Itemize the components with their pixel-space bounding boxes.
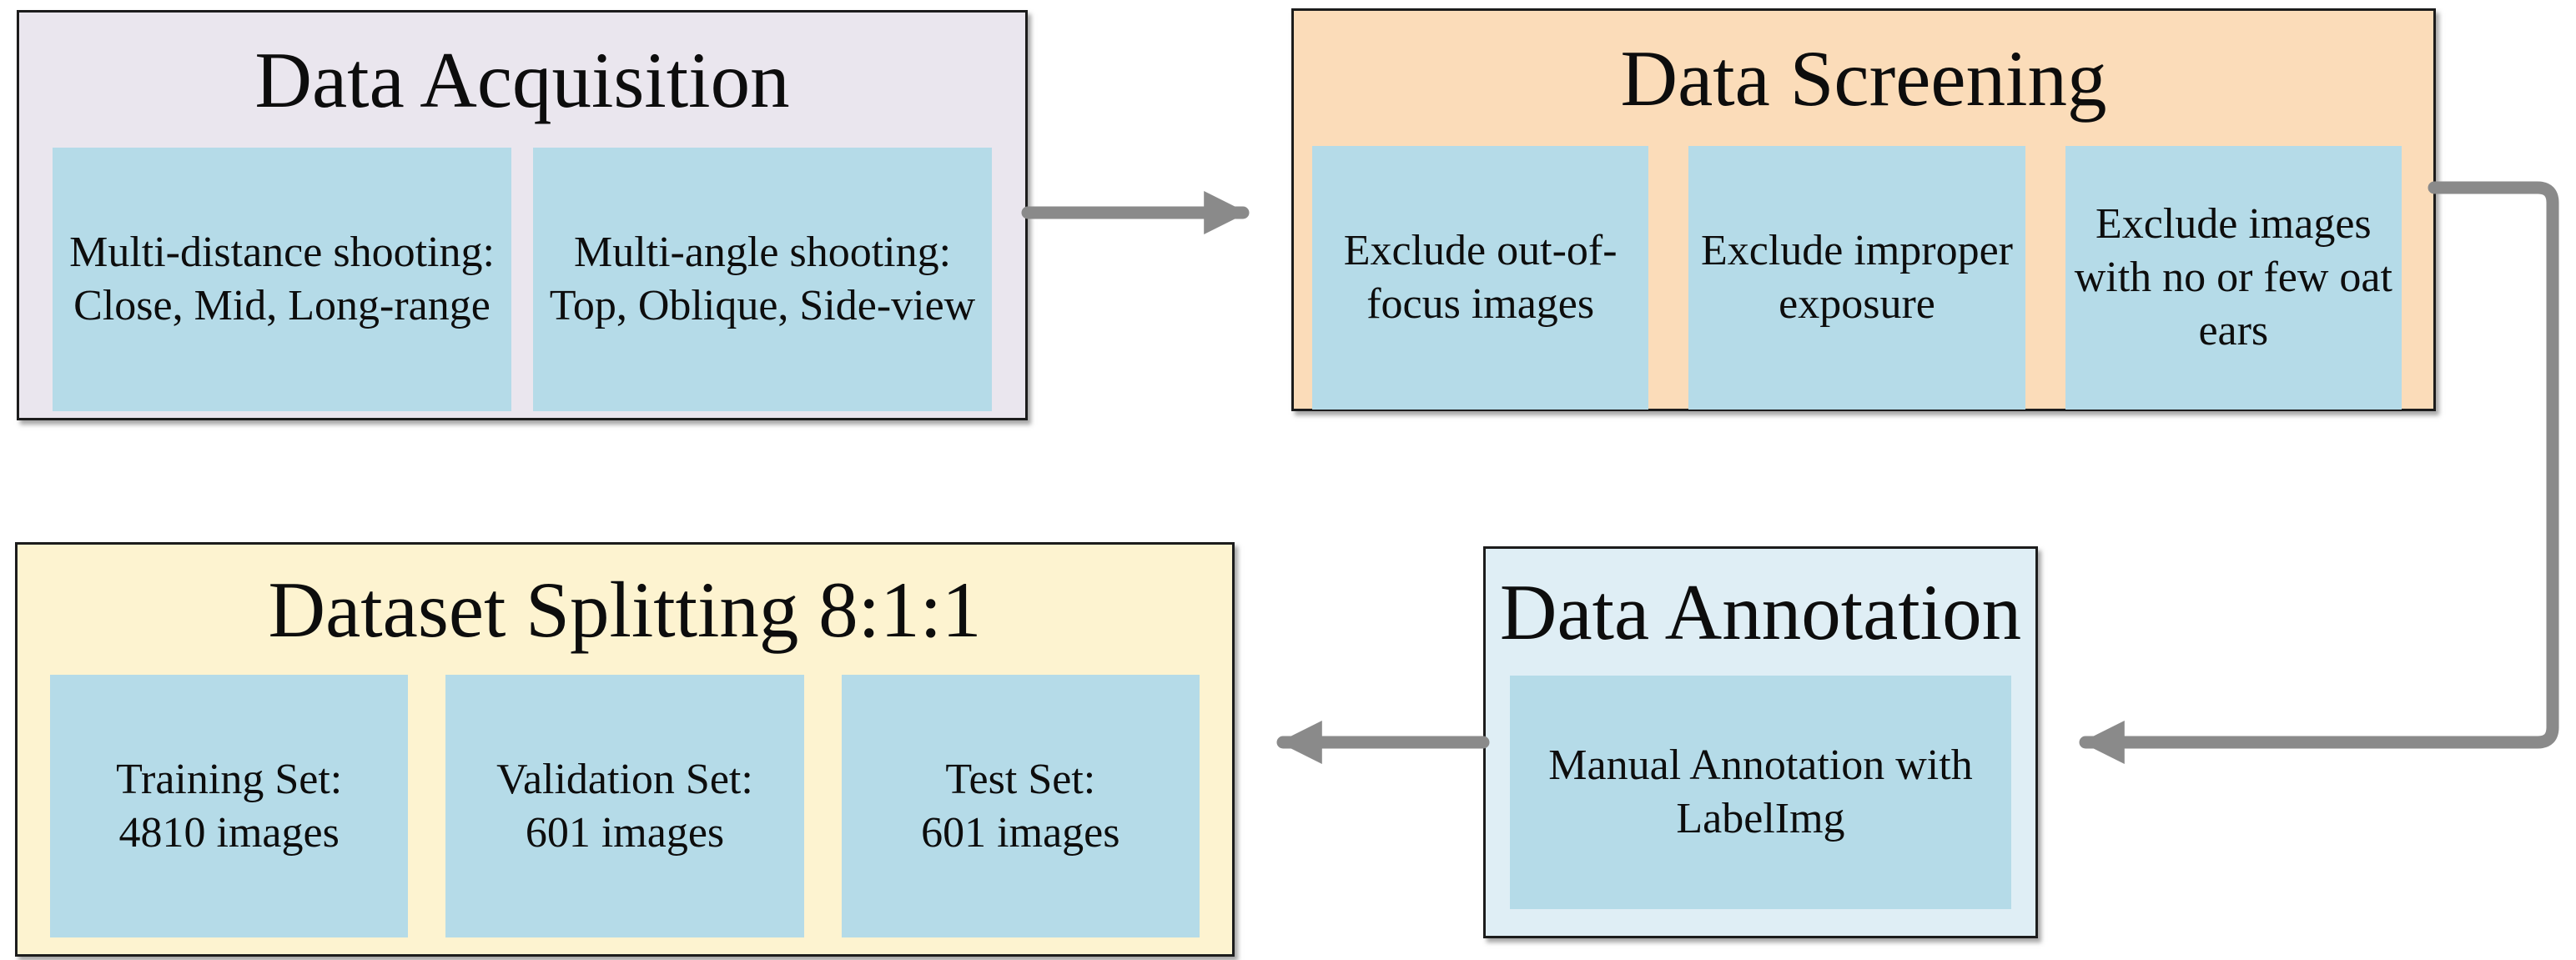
item-line: Test Set: [945,755,1096,803]
item-line: Exclude improper [1701,227,2013,274]
item-line: Multi-angle shooting: [573,229,952,276]
item-line: Training Set: [116,755,343,803]
data-annotation-box: Data Annotation Manual Annotation with L… [1483,546,2038,938]
data-acquisition-box: Data Acquisition Multi-distance shooting… [17,10,1028,420]
item-line: Top, Oblique, Side-view [549,282,976,329]
item-line: Manual Annotation with [1548,741,1973,789]
data-acquisition-items: Multi-distance shooting: Close, Mid, Lon… [19,148,1025,411]
data-annotation-title: Data Annotation [1499,568,2022,656]
item-line: with no or few oat [2074,254,2392,301]
item-line: LabelImg [1676,795,1845,842]
item-line: 601 images [525,808,725,857]
data-screening-title: Data Screening [1620,34,2107,123]
item-line: ears [2198,307,2269,354]
data-acquisition-title: Data Acquisition [254,36,790,124]
multi-distance-shooting-item: Multi-distance shooting: Close, Mid, Lon… [53,148,511,411]
exclude-few-oat-ears-item: Exclude images with no or few oat ears [2065,146,2402,410]
dataset-splitting-box: Dataset Splitting 8:1:1 Training Set: 48… [15,542,1235,957]
data-screening-items: Exclude out-of- focus images Exclude imp… [1294,146,2433,410]
item-line: Exclude out-of- [1343,227,1618,274]
manual-annotation-item: Manual Annotation with LabelImg [1510,676,2011,909]
item-line: Multi-distance shooting: [69,229,495,276]
item-line: 601 images [921,808,1120,857]
exclude-improper-exposure-item: Exclude improper exposure [1688,146,2025,410]
data-screening-box: Data Screening Exclude out-of- focus ima… [1291,8,2436,411]
data-annotation-items: Manual Annotation with LabelImg [1486,676,2035,909]
test-set-item: Test Set: 601 images [841,675,1200,937]
validation-set-item: Validation Set: 601 images [445,675,804,937]
dataset-splitting-title: Dataset Splitting 8:1:1 [268,565,982,654]
exclude-out-of-focus-item: Exclude out-of- focus images [1312,146,1649,410]
multi-angle-shooting-item: Multi-angle shooting: Top, Oblique, Side… [533,148,992,411]
item-line: Close, Mid, Long-range [73,282,491,329]
item-line: Exclude images [2095,200,2372,248]
item-line: exposure [1779,280,1935,328]
item-line: focus images [1366,280,1595,328]
item-line: Validation Set: [496,755,753,803]
training-set-item: Training Set: 4810 images [50,675,409,937]
item-line: 4810 images [118,808,340,857]
dataset-splitting-items: Training Set: 4810 images Validation Set… [18,675,1232,937]
